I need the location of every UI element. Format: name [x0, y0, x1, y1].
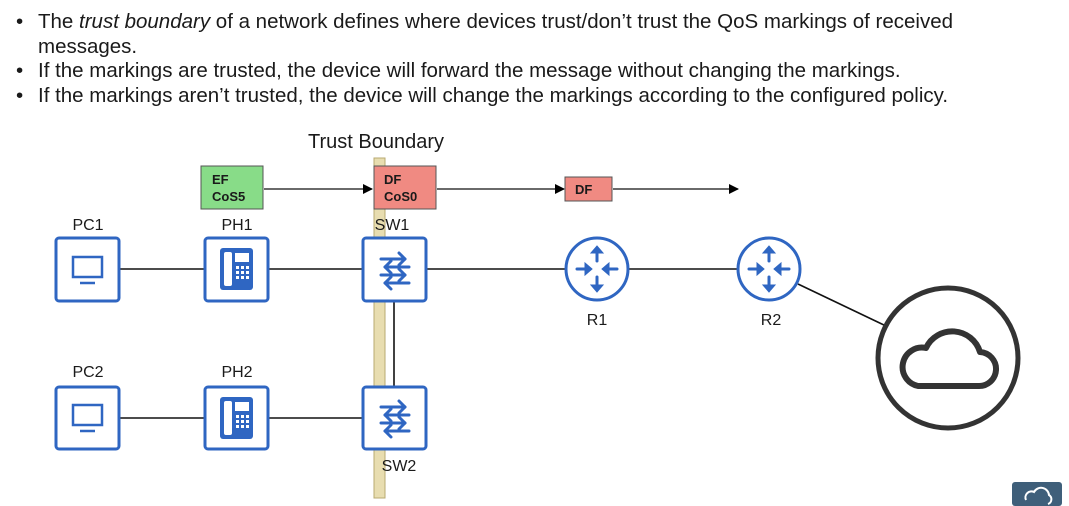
- ip-phone-icon: [220, 248, 253, 290]
- r2-label: R2: [761, 312, 782, 329]
- bullet-1-text-b: of a network defines where devices trust…: [38, 10, 954, 58]
- pc1-label: PC1: [72, 217, 103, 234]
- df-tag-line2: CoS0: [384, 189, 417, 204]
- trust-boundary-title: Trust Boundary: [308, 131, 444, 153]
- cloud-icon: [899, 328, 999, 390]
- ph1-label: PH1: [221, 217, 252, 234]
- internet-cloud[interactable]: [875, 285, 1021, 431]
- bullet-1: The trust boundary of a network defines …: [14, 10, 1054, 59]
- bullet-3: If the markings aren’t trusted, the devi…: [14, 84, 1054, 109]
- router-arrows-icon: [575, 245, 619, 293]
- ef-cos5-tag: [200, 165, 264, 210]
- df-cos0-tag: [373, 165, 437, 210]
- bullet-1-text-a: The: [38, 10, 80, 33]
- sw2-label: SW2: [382, 458, 417, 475]
- ph1-device[interactable]: [203, 236, 270, 303]
- links: [119, 268, 887, 419]
- monitor-icon: [71, 255, 104, 285]
- pc1-device[interactable]: [54, 236, 121, 303]
- r1-label: R1: [587, 312, 608, 329]
- corner-logo: [1012, 482, 1062, 506]
- df-tag-after-label: DF: [575, 182, 592, 197]
- switch-arrows-icon: [379, 251, 411, 291]
- df-tag-after: [564, 176, 613, 202]
- bullet-list: The trust boundary of a network defines …: [14, 10, 1054, 108]
- pc2-device[interactable]: [54, 385, 121, 451]
- ef-tag-line2: CoS5: [212, 189, 245, 204]
- monitor-icon: [71, 403, 104, 433]
- sw2-device[interactable]: [361, 385, 428, 451]
- ph2-label: PH2: [221, 364, 252, 381]
- trust-boundary-band: [373, 157, 386, 499]
- ph2-device[interactable]: [203, 385, 270, 451]
- r2-router[interactable]: [736, 236, 802, 302]
- bullet-1-emphasis: trust boundary: [79, 10, 211, 33]
- sw1-label: SW1: [375, 217, 410, 234]
- switch-arrows-icon: [379, 399, 411, 439]
- r1-router[interactable]: [564, 236, 630, 302]
- router-arrows-icon: [747, 245, 791, 293]
- ef-tag-line1: EF: [212, 172, 229, 187]
- df-tag-line1: DF: [384, 172, 401, 187]
- pc2-label: PC2: [72, 364, 103, 381]
- bullet-2: If the markings are trusted, the device …: [14, 59, 1054, 84]
- sw1-device[interactable]: [361, 236, 428, 303]
- ip-phone-icon: [220, 397, 253, 439]
